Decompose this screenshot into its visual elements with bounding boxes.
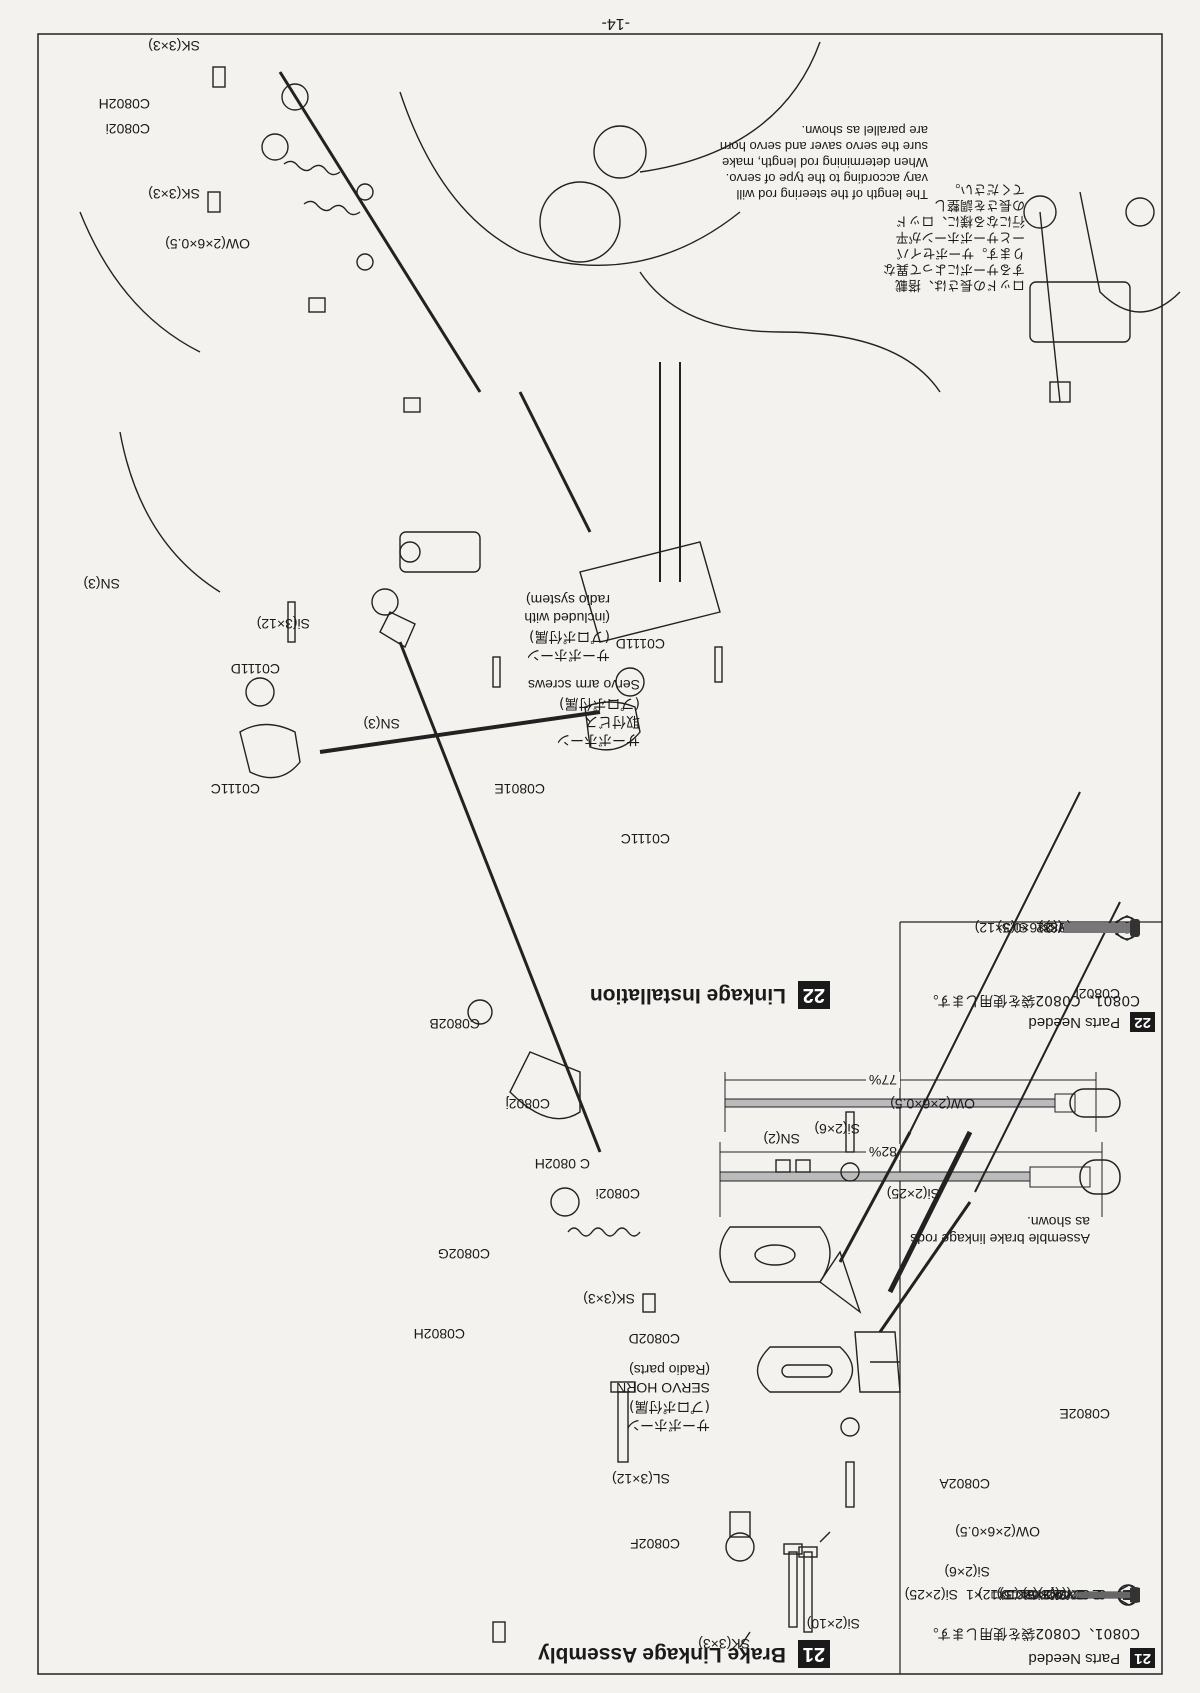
- label-c0111d-b: C0111D: [615, 636, 665, 652]
- label-c0111c-b: C0111C: [620, 831, 670, 847]
- label-horn-en1: (included with: [524, 610, 610, 626]
- steering-note-en-line: vary according to the type of servo.: [725, 171, 928, 186]
- label-arm-jp3: (プロポ付属): [559, 695, 640, 711]
- label-horn-en2: radio system): [525, 592, 610, 608]
- steering-note-jp-line: ります。サーボセイバ: [896, 245, 1025, 260]
- section21-part-6: ×1 SL(3×12): [978, 1574, 1140, 1616]
- steering-note-en-line: The length of the steering rod will: [736, 187, 929, 202]
- steering-note-en-line: are parallel as shown.: [801, 123, 928, 138]
- label-sn3-a: SN(3): [363, 716, 400, 732]
- steering-note-jp-line: ーとサーボホーンが平: [895, 229, 1025, 244]
- label-arm-jp1: サーボホーン: [556, 731, 640, 747]
- steering-note-jp-line: ロッドの長さは、搭載: [894, 277, 1025, 292]
- label-c0802i: C0802i: [105, 121, 150, 137]
- label-horn-jp2: (プロポ付属): [529, 628, 610, 644]
- label-sk-b: SK(3×3): [148, 38, 200, 54]
- label-ow: OW(2×6×0.5): [165, 236, 250, 252]
- tapping-screw-icon: [1070, 1587, 1140, 1603]
- steering-note-jp-line: てください。: [947, 181, 1025, 196]
- label-c0111c-a: C0111C: [210, 781, 260, 797]
- label-sn3-b: SN(3): [83, 576, 120, 592]
- screw-icon: [1064, 919, 1140, 937]
- label-arm-jp2: 取付ビス: [584, 713, 640, 729]
- label-si-3x12: Si(3×12): [256, 616, 310, 632]
- label-arm-en: Servo arm screws: [527, 677, 640, 693]
- section22-part-3: ×2 Si(3×12): [975, 904, 1140, 952]
- label-c0802h: C0802H: [98, 96, 150, 112]
- steering-note-en-line: sure the servo saver and servo horn: [719, 139, 928, 154]
- steering-note-en-line: When determining rod length, make: [722, 155, 928, 170]
- steering-note-jp: ロッドの長さは、搭載 するサーボによって異な ります。サーボセイバ ーとサーボホ…: [883, 180, 1025, 292]
- steering-note-jp-line: の長さを調整し: [933, 197, 1025, 212]
- label-c0801e: C0801E: [494, 781, 545, 797]
- steering-note-jp-line: するサーボによって異な: [883, 261, 1025, 276]
- steering-note-jp-line: 行になる様に、ロッド: [895, 213, 1025, 228]
- label-horn-jp1: サーボホーン: [526, 646, 610, 662]
- steering-note-en: The length of the steering rod will vary…: [720, 122, 928, 202]
- label-sk-a: SK(3×3): [148, 186, 200, 202]
- label-c0111d-a: C0111D: [230, 661, 280, 677]
